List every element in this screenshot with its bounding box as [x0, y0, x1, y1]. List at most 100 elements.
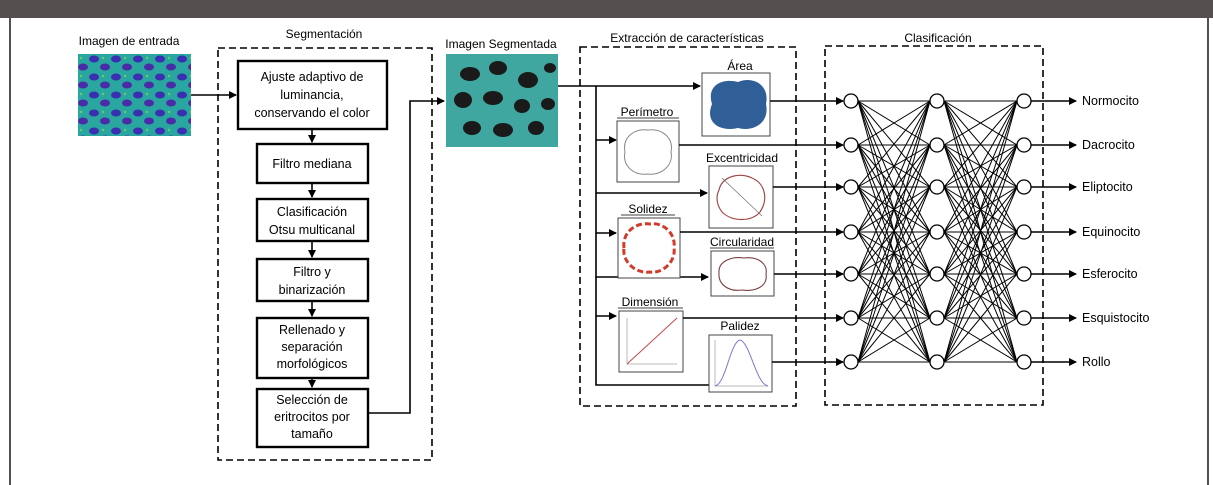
network-edge: [943, 100, 1018, 275]
network-node: [929, 179, 945, 195]
step-3-line-1: Clasificación: [277, 205, 347, 219]
network-edge: [857, 317, 931, 363]
classification-title: Clasificación: [904, 31, 971, 45]
feature-solidity-label: Solidez: [628, 202, 667, 216]
segmentation-step-2: Filtro mediana: [255, 142, 370, 185]
network-node: [1016, 179, 1032, 195]
network-edge: [857, 100, 931, 188]
segmentation-step-4: Filtro y binarización: [255, 257, 370, 303]
step-1-line-3: conservando el color: [254, 106, 369, 120]
network-edge: [943, 186, 1018, 363]
segmentation-arrows: [191, 91, 445, 414]
feature-dimension: Dimensión: [618, 295, 684, 373]
output-label: Normocito: [1082, 94, 1139, 108]
feature-eccentricity-label: Excentricidad: [706, 151, 778, 165]
network-edge: [943, 100, 1018, 188]
step-1-line-2: luminancia,: [280, 88, 343, 102]
network-edge: [943, 100, 1018, 319]
network-edge: [943, 100, 1018, 146]
network-node: [843, 93, 859, 109]
network-edge: [857, 100, 931, 319]
network-edge: [857, 144, 931, 363]
feature-circularity-label: Circularidad: [710, 235, 774, 249]
network-edge: [943, 100, 1018, 233]
network-node: [929, 354, 945, 370]
segmentation-panel: [217, 47, 433, 461]
feature-extraction-panel: [579, 46, 797, 407]
network-node: [843, 266, 859, 282]
network-node: [843, 137, 859, 153]
classification-panel: [824, 45, 1044, 406]
network-edge: [857, 273, 931, 363]
network-edge: [943, 317, 1018, 363]
network-edge: [857, 100, 931, 146]
feature-area-label: Área: [727, 58, 753, 73]
network-outputs: NormocitoDacrocitoEliptocitoEquinocitoEs…: [1031, 94, 1149, 369]
network-edge: [943, 231, 1018, 363]
feature-pallor: Palidez: [708, 319, 773, 393]
network-edge: [943, 273, 1018, 363]
step-4-line-2: binarización: [279, 283, 346, 297]
feature-connectors: [558, 82, 709, 386]
network-node: [843, 224, 859, 240]
network-edge: [857, 231, 931, 363]
network-node: [1016, 310, 1032, 326]
step-2-line-1: Filtro mediana: [272, 157, 351, 171]
feature-area: Área: [701, 58, 771, 137]
network-node: [1016, 224, 1032, 240]
frame-left-border: [9, 18, 11, 485]
segmented-image-title: Imagen Segmentada: [445, 37, 557, 51]
feature-pallor-label: Palidez: [720, 319, 759, 333]
network-node: [1016, 93, 1032, 109]
network-node: [1016, 137, 1032, 153]
step-5-line-2: separación: [281, 340, 342, 354]
input-image-title: Imagen de entrada: [79, 34, 180, 48]
step-1-line-1: Ajuste adaptivo de: [261, 70, 364, 84]
feature-perimeter-label: Perímetro: [621, 105, 674, 119]
network-edge: [857, 100, 931, 275]
segmentation-step-1: Ajuste adaptivo de luminancia, conservando…: [236, 59, 389, 131]
network-edge: [943, 100, 1018, 363]
segmentation-title: Segmentación: [286, 27, 363, 41]
output-label: Esquistocito: [1082, 311, 1149, 325]
feature-eccentricity: Excentricidad: [706, 151, 778, 229]
network-node: [929, 310, 945, 326]
step-5-line-3: morfológicos: [277, 357, 348, 371]
network-node: [843, 179, 859, 195]
feature-circularity: Circularidad: [710, 235, 775, 297]
step-3-line-2: Otsu multicanal: [269, 223, 355, 237]
output-label: Equinocito: [1082, 225, 1140, 239]
step-6-line-2: eritrocitos por: [274, 410, 350, 424]
network-node: [843, 354, 859, 370]
input-image-thumbnail: [78, 54, 191, 136]
segmented-image-thumbnail: [446, 54, 558, 147]
network-node: [929, 266, 945, 282]
step-6-line-3: tamaño: [291, 427, 333, 441]
feature-solidity: Solidez: [617, 202, 681, 279]
segmentation-step-6: Selección de eritrocitos por tamaño: [255, 387, 370, 449]
feature-dimension-label: Dimensión: [622, 295, 679, 309]
network-node: [843, 310, 859, 326]
step-6-line-1: Selección de: [276, 393, 348, 407]
output-label: Eliptocito: [1082, 180, 1133, 194]
feature-perimeter: Perímetro: [616, 105, 680, 183]
step-4-line-1: Filtro y: [293, 265, 331, 279]
step-5-line-1: Rellenado y: [279, 323, 346, 337]
network-node: [929, 93, 945, 109]
output-label: Rollo: [1082, 355, 1111, 369]
top-bar: [0, 0, 1213, 18]
output-label: Esferocito: [1082, 267, 1138, 281]
feature-extraction-title: Extracción de características: [610, 31, 763, 45]
network-edge: [857, 100, 931, 363]
segmentation-step-5: Rellenado y separación morfológicos: [255, 316, 370, 380]
frame-right-border: [1207, 18, 1209, 485]
network-edge: [857, 100, 931, 233]
network-edge: [943, 144, 1018, 363]
